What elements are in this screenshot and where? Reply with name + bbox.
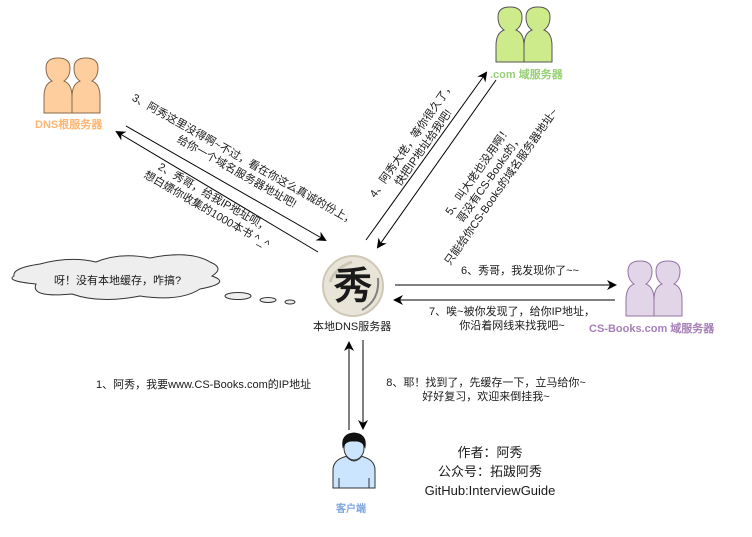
csbooks-server-icon <box>625 260 683 317</box>
dns-root-server-icon <box>43 57 101 114</box>
dns-root-server-label: DNS根服务器 <box>35 119 103 131</box>
thought-bubble <box>11 254 296 305</box>
step-6-annotation: 6、秀哥，我发现你了~~ <box>461 265 579 277</box>
step-1-annotation: 1、阿秀，我要www.CS-Books.com的IP地址 <box>96 379 312 391</box>
arrow-step-5 <box>376 79 497 249</box>
credit-author: 作者：阿秀 <box>457 445 523 460</box>
step-8-line-1: 8、耶！找到了，先缓存一下，立马给你~ <box>386 377 586 389</box>
csbooks-server-label: CS-Books.com 域服务器 <box>589 323 715 335</box>
local-dns-server-icon <box>322 255 384 317</box>
step-7-line-1: 7、唉~被你发现了，给你IP地址， <box>429 306 595 318</box>
credit-account: 公众号：拓跋阿秀 <box>437 464 542 479</box>
local-dns-seal-glyph: 秀 <box>333 263 372 308</box>
client-icon <box>332 432 376 489</box>
local-dns-server-label: 本地DNS服务器 <box>313 321 392 333</box>
arrows <box>115 71 617 430</box>
client-label: 客户端 <box>336 504 366 515</box>
com-server-icon <box>495 6 553 63</box>
credits-block: 作者：阿秀 公众号：拓跋阿秀 GitHub:InterviewGuide <box>410 443 570 500</box>
step-8-line-2: 好好复习，欢迎来倒挂我~ <box>422 391 550 403</box>
step-7-annotation: 7、唉~被你发现了，给你IP地址， 你沿着网线来找我吧~ <box>412 305 612 333</box>
arrow-step-3 <box>125 125 327 241</box>
credit-github: GitHub:InterviewGuide <box>424 483 556 498</box>
thought-bubble-text: 呀！没有本地缓存，咋搞? <box>54 275 182 287</box>
step-8-annotation: 8、耶！找到了，先缓存一下，立马给你~ 好好复习，欢迎来倒挂我~ <box>368 376 604 404</box>
step-7-line-2: 你沿着网线来找我吧~ <box>459 320 565 332</box>
com-server-label: .com 域服务器 <box>490 69 563 81</box>
arrow-step-4 <box>365 71 488 241</box>
arrow-step-2 <box>115 130 319 253</box>
